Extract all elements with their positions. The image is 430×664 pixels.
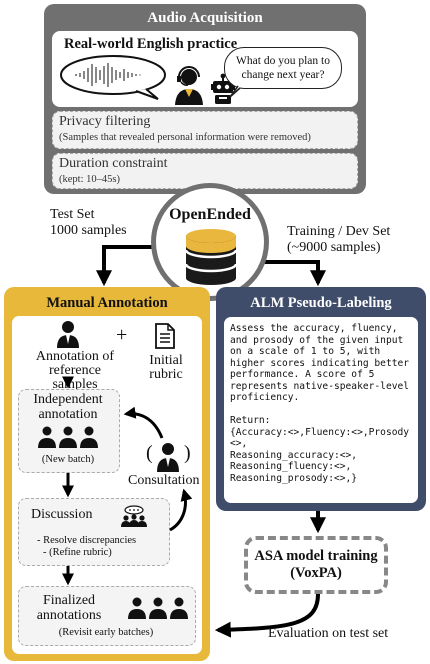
train-set-line-2: (~9000 samples) xyxy=(287,240,381,255)
discussion-group-icon xyxy=(121,505,147,527)
alm-prompt-line: Reasoning_fluency:<>, xyxy=(230,461,352,472)
independent-line-2: annotation xyxy=(38,407,98,422)
headset-person-icon xyxy=(175,66,203,105)
train-set-line-1: Training / Dev Set xyxy=(287,224,391,239)
speech-line-2: change next year? xyxy=(241,69,325,81)
duration-note: (kept: 10–45s) xyxy=(59,174,120,185)
arrow-discussion-to-consultation xyxy=(169,488,193,532)
discussion-note-1: - Resolve discrepancies xyxy=(37,535,137,546)
discussion-note-2: - (Refine rubric) xyxy=(43,547,112,558)
arrow-consultation-to-independent xyxy=(123,406,164,439)
speech-line-1: What do you plan to xyxy=(236,55,330,67)
consultation-label: Consultation xyxy=(128,473,200,488)
finalized-annotations-box: Finalized annotations (Revisit early bat… xyxy=(18,586,196,646)
audio-acquisition-title: Audio Acquisition xyxy=(147,10,263,26)
finalized-label: Finalized annotations xyxy=(19,593,119,623)
robot-icon xyxy=(211,73,235,104)
alm-prompt-line: {Accuracy:<>,Fluency:<>,Prosody xyxy=(230,426,410,438)
test-set-line-2: 1000 samples xyxy=(50,223,127,238)
practice-title: Real-world English practice xyxy=(64,36,238,52)
manual-flow-arrows xyxy=(62,376,193,586)
privacy-filtering-box: Privacy filtering (Samples that revealed… xyxy=(52,111,358,149)
manual-annotation-panel: Manual Annotation Annotation of referenc… xyxy=(4,287,210,661)
asa-line-2: (VoxPA) xyxy=(290,565,342,581)
alm-prompt-line: performance. A score of 5 xyxy=(230,369,375,380)
alm-prompt-line: Reasoning_accuracy:<>, xyxy=(230,449,358,461)
finalized-line-2: annotations xyxy=(36,608,102,623)
asa-line-1: ASA model training xyxy=(254,548,378,564)
alm-prompt-line: higher scores indicating better xyxy=(230,357,410,369)
database-icon xyxy=(184,229,238,285)
finalized-line-1: Finalized xyxy=(42,593,96,608)
independent-label: Independent annotation xyxy=(19,392,117,422)
speech-bubble-tail-icon xyxy=(229,85,241,98)
dataset-name: OpenEnded xyxy=(169,206,251,223)
alm-prompt-line: and prosody of the given input xyxy=(230,334,404,346)
new-batch-note: (New batch) xyxy=(41,454,95,465)
rubric-label: Initial rubric xyxy=(140,354,192,382)
independent-line-1: Independent xyxy=(33,392,103,407)
annotator-icon xyxy=(57,321,79,348)
consultant-icon xyxy=(157,443,179,472)
discussion-label: Discussion xyxy=(31,507,93,522)
train-set-label: Training / Dev Set (~9000 samples) xyxy=(287,224,390,256)
speech-bubble: What do you plan to change next year? xyxy=(224,47,342,89)
consultation-paren-open: ( xyxy=(146,442,153,464)
alm-prompt-line xyxy=(230,404,416,416)
reference-line-1: Annotation of xyxy=(35,349,115,364)
duration-title: Duration constraint xyxy=(59,156,168,171)
alm-prompt-line: Assess the accuracy, fluency, xyxy=(230,323,398,334)
privacy-note: (Samples that revealed personal informat… xyxy=(59,132,311,143)
alm-prompt-box: Assess the accuracy, fluency,and prosody… xyxy=(224,317,418,503)
revisit-note: (Revisit early batches) xyxy=(58,627,154,638)
alm-prompt-line: represents native-speaker-level xyxy=(230,380,410,392)
manual-annotation-content: Annotation of reference samples + Initia… xyxy=(12,316,202,654)
asa-model-training-box: ASA model training (VoxPA) xyxy=(244,536,388,594)
evaluation-label: Evaluation on test set xyxy=(268,626,389,641)
annotator-group-icon xyxy=(38,426,98,448)
alm-pseudo-labeling-panel: ALM Pseudo-Labeling Assess the accuracy,… xyxy=(216,287,426,511)
alm-prompt: Assess the accuracy, fluency,and prosody… xyxy=(230,323,416,484)
test-set-line-1: Test Set xyxy=(50,207,95,222)
plus-sign: + xyxy=(116,324,128,346)
rubric-document-icon xyxy=(155,323,175,349)
independent-annotation-box: Independent annotation (New batch) xyxy=(18,389,120,473)
privacy-title: Privacy filtering xyxy=(59,114,151,129)
alm-prompt-line: Reasoning_prosody:<>,} xyxy=(230,472,358,484)
consultation-paren-close: ) xyxy=(184,442,191,464)
alm-title: ALM Pseudo-Labeling xyxy=(250,295,392,311)
rubric-line-2: rubric xyxy=(149,367,183,382)
alm-prompt-line: Return: xyxy=(230,415,271,426)
test-set-label: Test Set 1000 samples xyxy=(50,207,127,239)
discussion-notes: - Resolve discrepancies - (Refine rubric… xyxy=(37,535,136,559)
arrow-asa-to-finalized xyxy=(214,593,320,638)
alm-prompt-line: on a scale of 1 to 5, with xyxy=(230,346,381,357)
dataset-circle: OpenEnded xyxy=(151,183,269,301)
rubric-line-1: Initial xyxy=(149,353,183,368)
alm-prompt-line: proficiency. xyxy=(230,392,300,403)
real-world-practice-box: Real-world English practice xyxy=(52,31,358,107)
alm-prompt-line: <>, xyxy=(230,438,248,449)
finalized-group-icon xyxy=(128,597,188,619)
audio-acquisition-panel: Audio Acquisition Real-world English pra… xyxy=(44,4,366,194)
arrow-dataset-to-alm xyxy=(240,260,326,287)
manual-annotation-title: Manual Annotation xyxy=(46,295,168,311)
discussion-box: Discussion - Resolve discrepancies - (Re… xyxy=(18,498,170,566)
waveform-bubble-icon xyxy=(60,55,166,100)
